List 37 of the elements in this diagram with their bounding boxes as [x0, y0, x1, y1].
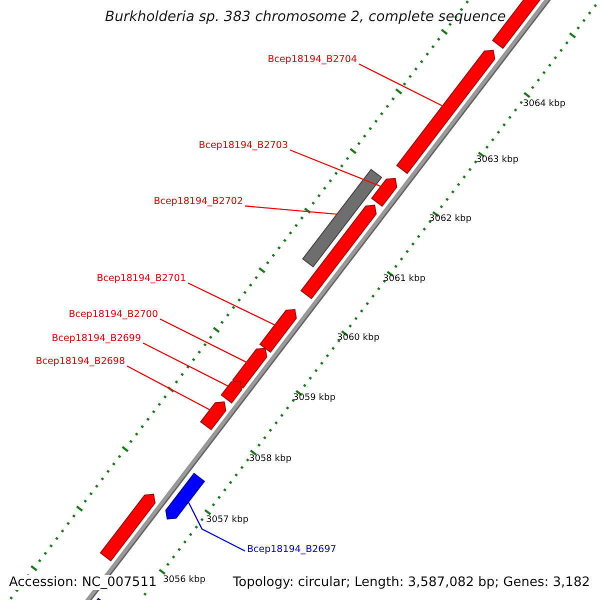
leader-line — [188, 282, 276, 326]
tick-label: 3064 kbp — [523, 100, 566, 109]
leader-line — [126, 365, 210, 410]
gene-label: Bcep18194_B2698 — [36, 357, 125, 366]
genome-info-text: Topology: circular; Length: 3,587,082 bp; Genes: 3,182 — [232, 575, 591, 590]
tick-label: 3062 kbp — [429, 215, 472, 224]
gene-block — [220, 380, 242, 404]
gene-label: Bcep18194_B2697 — [247, 545, 336, 554]
leader-line — [160, 318, 247, 363]
gene-block — [371, 178, 398, 207]
tick-label: 3056 kbp — [163, 576, 206, 585]
leader-line — [244, 205, 337, 215]
gene-label: Bcep18194_B2700 — [68, 310, 158, 320]
gene-label: Bcep18194_B2701 — [96, 274, 186, 284]
gene-block — [165, 472, 206, 520]
leader-line — [290, 149, 382, 187]
gene-block — [259, 308, 297, 353]
tick-label: 3057 kbp — [206, 516, 248, 525]
leader-line — [358, 63, 443, 106]
tick-label: 3060 kbp — [337, 334, 380, 343]
tick-label: 3061 kbp — [383, 275, 426, 284]
gene-label: Bcep18194_B2699 — [52, 334, 141, 344]
leader-line — [188, 502, 246, 552]
title: Burkholderia sp. 383 chromosome 2, complete sequence — [105, 10, 506, 24]
gene-block — [300, 204, 377, 300]
tick-label: 3058 kbp — [249, 455, 292, 464]
gene-label: Bcep18194_B2702 — [154, 197, 243, 206]
gene-label: Bcep18194_B2703 — [198, 141, 288, 150]
gene-block — [302, 168, 382, 268]
tick-label: 3059 kbp — [293, 394, 336, 403]
gene-block — [100, 494, 156, 562]
gene-block — [200, 401, 226, 430]
gene-block — [232, 348, 268, 389]
leader-line — [142, 342, 228, 387]
gene-label: Bcep18194_B2704 — [268, 55, 357, 64]
accession-text: Accession: NC_007511 — [8, 575, 158, 590]
tick-label: 3063 kbp — [476, 156, 518, 165]
